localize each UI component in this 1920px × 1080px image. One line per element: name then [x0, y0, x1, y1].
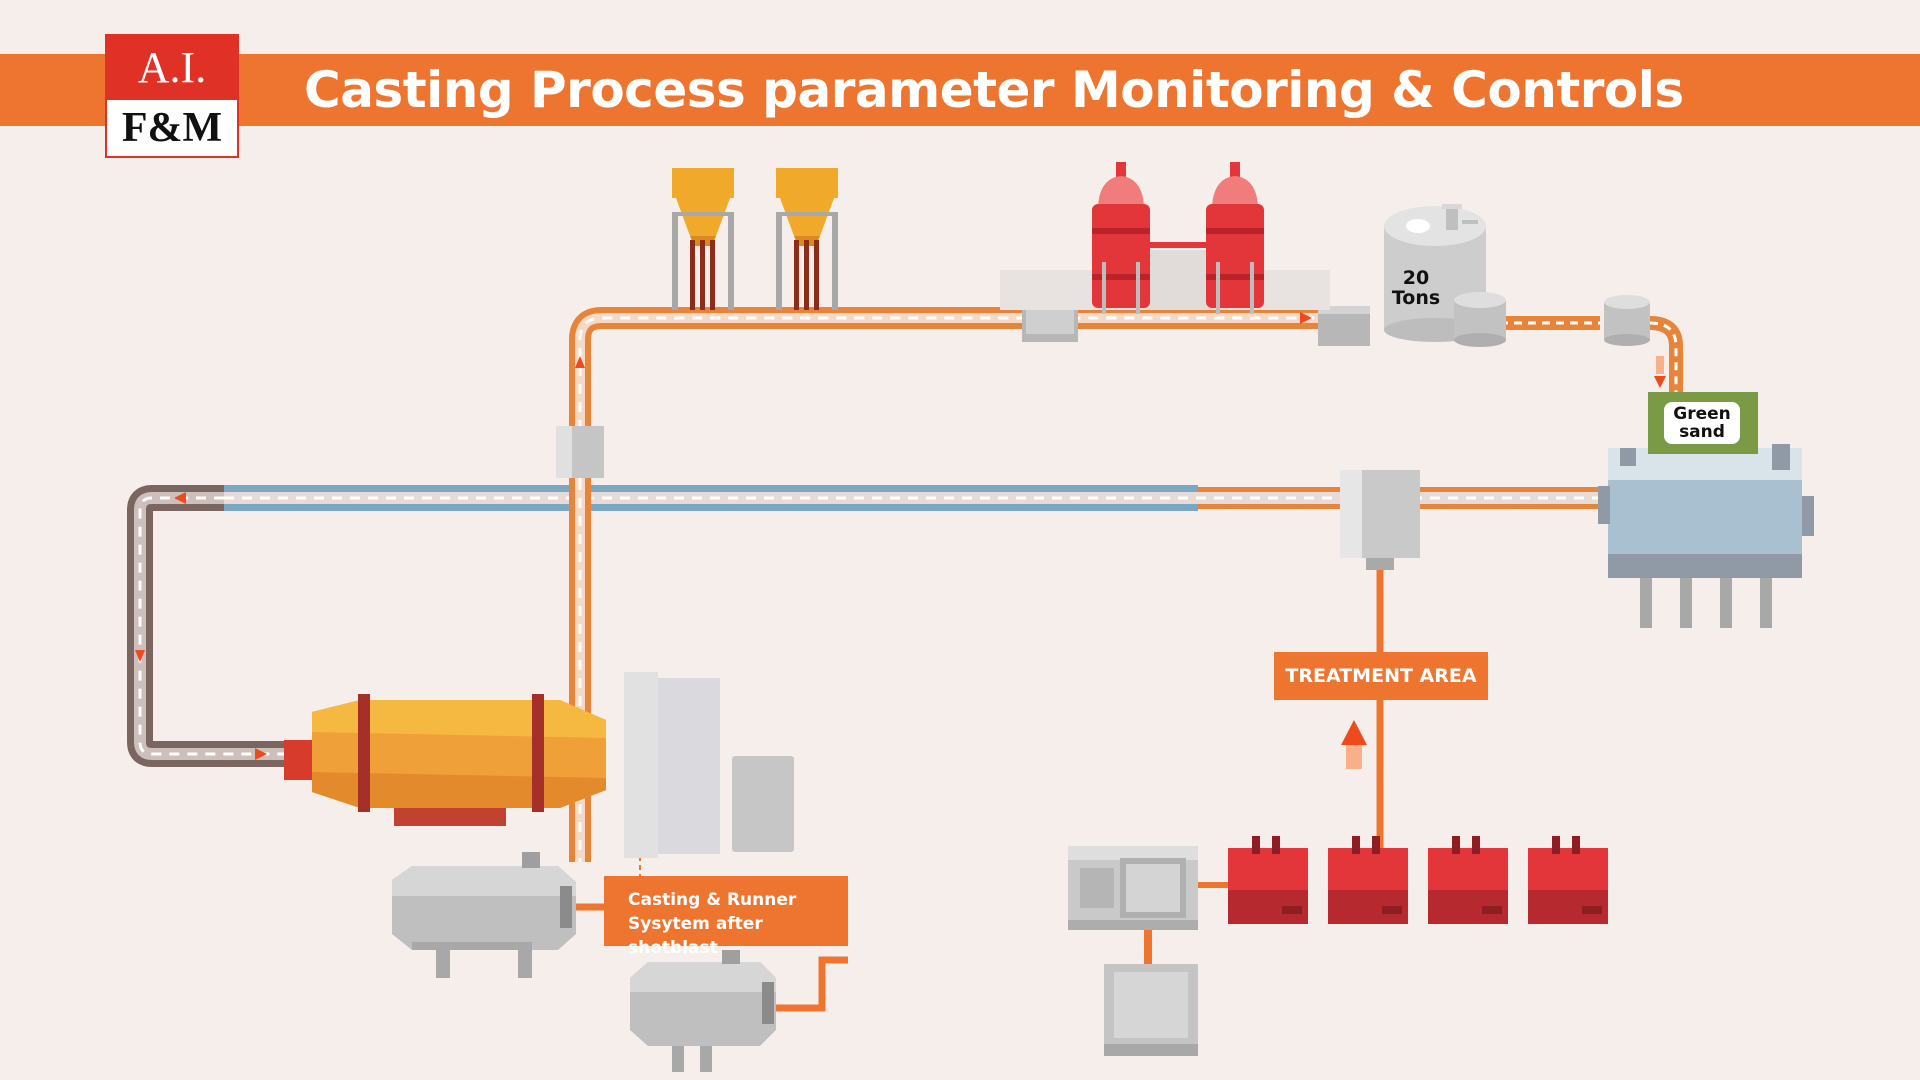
red-silo-right — [1206, 162, 1264, 314]
ladle-units — [1228, 836, 1608, 924]
air-receiver-tank-1 — [392, 852, 576, 978]
casting-label-line-1: Casting & Runner — [628, 890, 797, 910]
casting-runner-label: Casting & Runner Sysytem after shotblast — [604, 876, 848, 958]
tank-capacity-value: 20 — [1402, 267, 1430, 289]
flow-arrows — [135, 312, 1666, 769]
junction-box-right — [1318, 306, 1370, 346]
green-sand-unit: Green sand — [1648, 392, 1758, 454]
rotary-drum — [284, 694, 606, 826]
ladle-unit-1 — [1228, 836, 1308, 924]
air-receiver-tank-2 — [630, 950, 776, 1072]
shotblast-cabinets — [624, 672, 794, 858]
red-silo-left — [1092, 162, 1150, 314]
distribution-box — [1340, 470, 1420, 570]
cabinet-link — [1144, 930, 1152, 964]
control-cabinet — [1068, 846, 1198, 930]
title-banner — [0, 54, 1920, 126]
return-pipe-brown — [127, 485, 285, 767]
lower-cabinet — [1104, 964, 1198, 1056]
green-sand-line-1: Green — [1673, 404, 1731, 424]
logo-line-1: A.I. — [107, 36, 237, 100]
sand-small-vessel — [1604, 295, 1650, 346]
treatment-link — [1198, 882, 1230, 888]
ladle-unit-3 — [1428, 836, 1508, 924]
tank-capacity-label: 20 Tons — [1390, 268, 1442, 308]
moulding-machine — [1598, 444, 1814, 628]
hopper-left — [672, 168, 734, 310]
ladle-unit-4 — [1528, 836, 1608, 924]
ladle-unit-2 — [1328, 836, 1408, 924]
casting-label-line-2: Sysytem after shotblast — [628, 914, 763, 958]
company-logo: A.I. F&M — [105, 34, 239, 158]
silo-background-blocks — [1000, 250, 1330, 310]
junction-box-left — [556, 426, 604, 478]
top-conveyor-pipe — [569, 307, 1320, 862]
green-sand-label: Green sand — [1664, 402, 1740, 444]
treatment-area-label: TREATMENT AREA — [1274, 652, 1488, 700]
green-sand-line-2: sand — [1679, 422, 1725, 442]
sand-feed-pipe — [1500, 316, 1683, 392]
page-title: Casting Process parameter Monitoring & C… — [304, 61, 1684, 119]
tank-capacity-unit: Tons — [1391, 287, 1441, 309]
silo-connector — [1150, 242, 1206, 248]
logo-line-2: F&M — [121, 105, 223, 151]
tank-small-vessel — [1454, 292, 1506, 347]
hopper-right — [776, 168, 838, 310]
